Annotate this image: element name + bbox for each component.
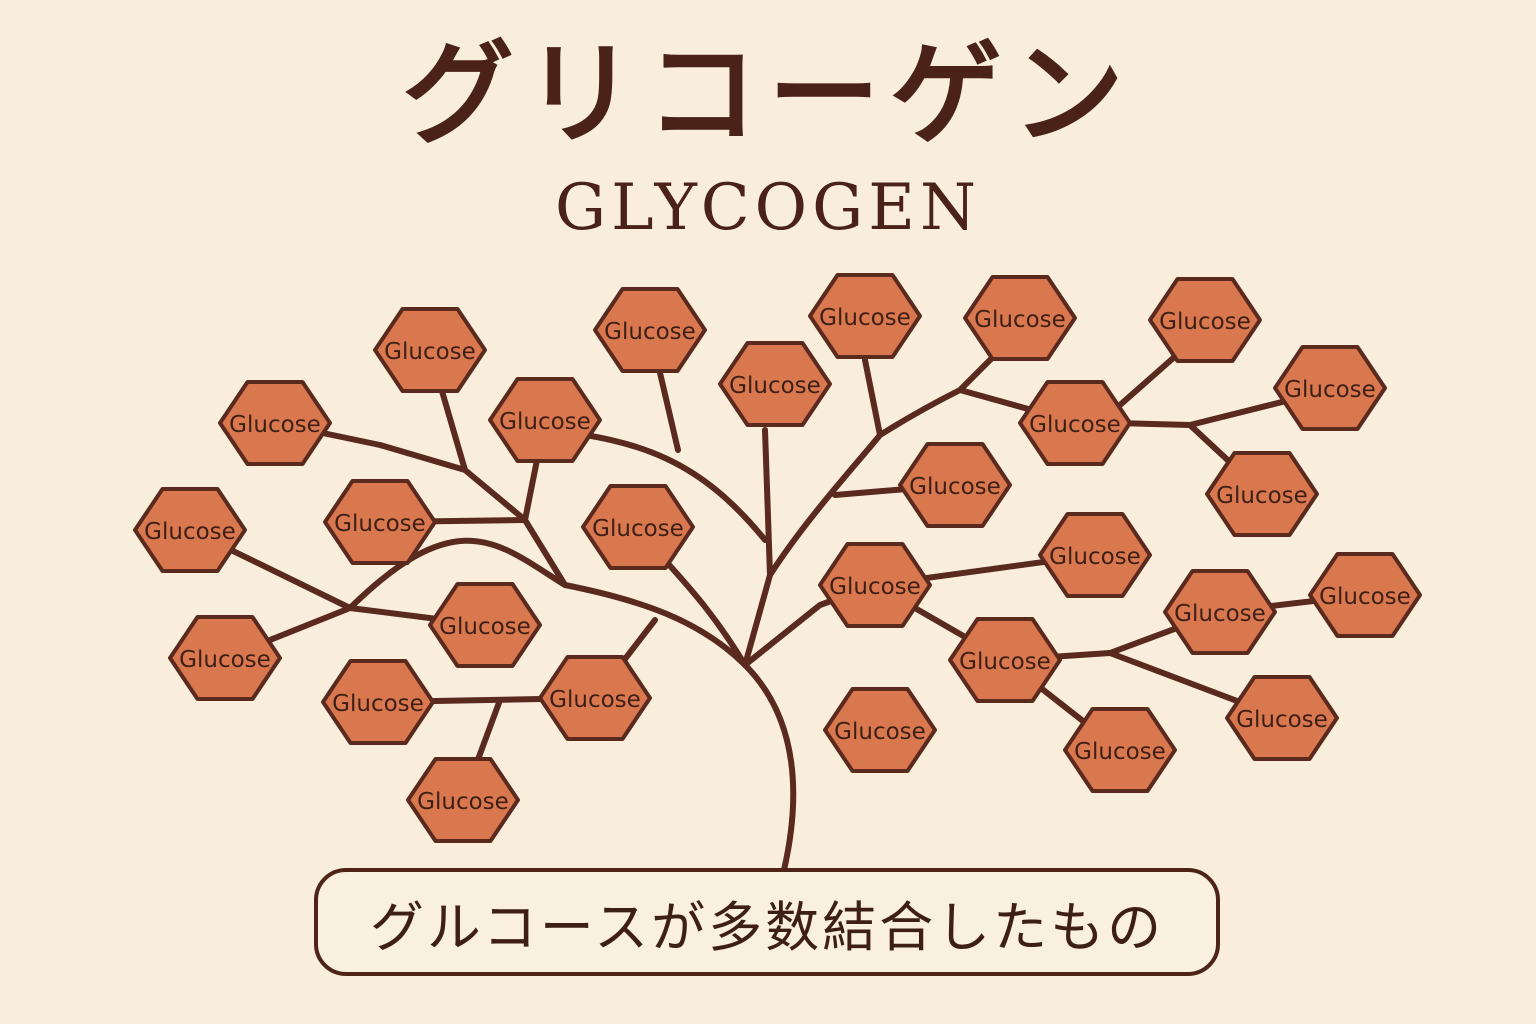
- hexagon-shape: [1308, 552, 1422, 638]
- glucose-hexagon: Glucose: [808, 273, 922, 359]
- glucose-label: Glucose: [1284, 377, 1376, 403]
- hexagon-shape: [963, 275, 1077, 361]
- glucose-hexagon: Glucose: [948, 617, 1062, 703]
- glucose-label: Glucose: [1029, 412, 1121, 438]
- glucose-hexagon: Glucose: [323, 479, 437, 565]
- glucose-hexagon: Glucose: [218, 380, 332, 466]
- hexagon-shape: [1038, 512, 1152, 598]
- hexagon-shape: [808, 273, 922, 359]
- hexagon-shape: [581, 484, 695, 570]
- glucose-hexagon: Glucose: [406, 757, 520, 843]
- glucose-label: Glucose: [604, 319, 696, 345]
- hexagon-shape: [818, 542, 932, 628]
- hexagon-shape: [1205, 451, 1319, 537]
- glucose-hexagon: Glucose: [1225, 675, 1339, 761]
- glucose-label: Glucose: [959, 649, 1051, 675]
- glucose-hexagon: Glucose: [133, 487, 247, 573]
- hexagon-shape: [1148, 277, 1262, 363]
- glucose-label: Glucose: [1174, 601, 1266, 627]
- hexagon-shape: [948, 617, 1062, 703]
- glucose-hexagon: Glucose: [581, 484, 695, 570]
- glucose-label: Glucose: [1049, 544, 1141, 570]
- hexagon-shape: [373, 307, 487, 393]
- glucose-hexagon: Glucose: [168, 615, 282, 701]
- glucose-hexagon: Glucose: [818, 542, 932, 628]
- branch: [742, 427, 773, 668]
- glucose-label: Glucose: [334, 511, 426, 537]
- caption-text: グルコースが多数結合したもの: [369, 895, 1165, 959]
- glucose-label: Glucose: [974, 307, 1066, 333]
- glucose-hexagon: Glucose: [898, 442, 1012, 528]
- glucose-label: Glucose: [549, 687, 641, 713]
- glucose-hexagon: Glucose: [1038, 512, 1152, 598]
- glucose-hexagon: Glucose: [1308, 552, 1422, 638]
- glucose-hexagon: Glucose: [593, 287, 707, 373]
- hexagon-shape: [1163, 569, 1277, 655]
- glucose-hexagon: Glucose: [823, 687, 937, 773]
- glucose-hexagon: Glucose: [428, 582, 542, 668]
- branch: [767, 357, 883, 578]
- hexagon-shape: [1225, 675, 1339, 761]
- glucose-hexagon: Glucose: [488, 377, 602, 463]
- glucose-label: Glucose: [1319, 584, 1411, 610]
- glucose-label: Glucose: [1236, 707, 1328, 733]
- glucose-label: Glucose: [144, 519, 236, 545]
- glucose-hexagon: Glucose: [718, 341, 832, 427]
- glucose-label: Glucose: [229, 412, 321, 438]
- glucose-label: Glucose: [384, 339, 476, 365]
- glucose-hexagon: Glucose: [963, 275, 1077, 361]
- hexagon-shape: [406, 757, 520, 843]
- glucose-label: Glucose: [729, 373, 821, 399]
- glucose-label: Glucose: [592, 516, 684, 542]
- glucose-label: Glucose: [1216, 483, 1308, 509]
- hexagon-shape: [538, 655, 652, 741]
- glucose-hexagon: Glucose: [1163, 569, 1277, 655]
- glucose-hexagon: Glucose: [1205, 451, 1319, 537]
- glucose-hexagon: Glucose: [1063, 707, 1177, 793]
- trunk: [742, 662, 797, 873]
- glucose-label: Glucose: [439, 614, 531, 640]
- hexagon-shape: [718, 341, 832, 427]
- hexagon-shape: [898, 442, 1012, 528]
- glucose-label: Glucose: [499, 409, 591, 435]
- glucose-hexagon: Glucose: [1148, 277, 1262, 363]
- glucose-label: Glucose: [829, 574, 921, 600]
- glucose-label: Glucose: [1074, 739, 1166, 765]
- hexagon-shape: [1018, 380, 1132, 466]
- glucose-label: Glucose: [909, 474, 1001, 500]
- hexagon-shape: [428, 582, 542, 668]
- glucose-label: Glucose: [179, 647, 271, 673]
- glucose-label: Glucose: [417, 789, 509, 815]
- glucose-hexagon: Glucose: [538, 655, 652, 741]
- glucose-label: Glucose: [1159, 309, 1251, 335]
- glucose-label: Glucose: [834, 719, 926, 745]
- title-japanese: グリコーゲン: [402, 30, 1134, 160]
- glucose-hexagon: Glucose: [1273, 345, 1387, 431]
- glucose-hexagon: Glucose: [1018, 380, 1132, 466]
- hexagon-shape: [133, 487, 247, 573]
- hexagon-shape: [168, 615, 282, 701]
- glucose-hexagon: Glucose: [321, 659, 435, 745]
- hexagon-shape: [321, 659, 435, 745]
- hexagon-shape: [1273, 345, 1387, 431]
- hexagon-shape: [488, 377, 602, 463]
- caption-box: グルコースが多数結合したもの: [314, 868, 1220, 976]
- hexagon-shape: [1063, 707, 1177, 793]
- hexagon-shape: [218, 380, 332, 466]
- title-english: GLYCOGEN: [555, 171, 981, 245]
- hexagon-shape: [323, 479, 437, 565]
- hexagon-shape: [593, 287, 707, 373]
- glucose-label: Glucose: [819, 305, 911, 331]
- hexagon-shape: [823, 687, 937, 773]
- glucose-hexagon: Glucose: [373, 307, 487, 393]
- glucose-label: Glucose: [332, 691, 424, 717]
